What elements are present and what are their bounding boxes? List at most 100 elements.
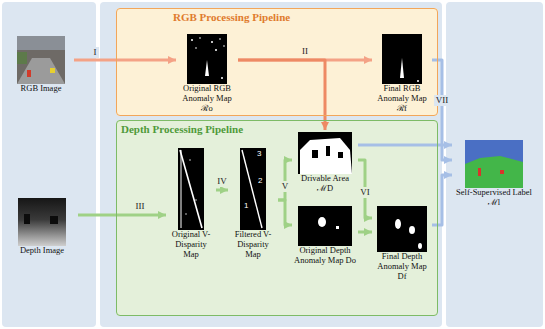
anomaly-blob [318, 217, 326, 227]
output-panel [446, 2, 543, 327]
figure-caption: Final RGB Anomaly Map ℛf [373, 84, 431, 113]
figure-caption: Original V-Disparity Map [167, 230, 215, 259]
anomaly-map [187, 34, 227, 84]
step-numeral: IV [215, 176, 229, 187]
image-slot [7, 198, 77, 246]
v-disparity-map [240, 148, 266, 230]
noise-dot [185, 213, 186, 214]
image-panel: Final RGB Anomaly Map ℛf [372, 32, 432, 115]
disparity-line [180, 150, 202, 228]
pipeline-band: Depth Processing PipelineOriginal V-Disp… [116, 120, 438, 316]
image-panel: Final Depth Anomaly Map Df [372, 204, 432, 283]
anomaly-blob [418, 243, 422, 249]
anomaly-spike [400, 58, 404, 78]
original-v-disparity-thumbnail [178, 148, 204, 230]
image-panel: Filtered V-Disparity Map [228, 146, 278, 261]
processing-panel [100, 2, 442, 327]
figure-caption: Drivable Area ℳD [293, 174, 357, 194]
drivable-area-thumbnail [298, 132, 352, 174]
image-slot [293, 206, 357, 246]
input-panel [2, 2, 96, 327]
background-class [465, 140, 523, 188]
rgb-band-fill [116, 8, 438, 116]
image-panel: Original V-Disparity Map [166, 146, 216, 261]
anomaly-dot [221, 77, 223, 79]
flow-arrow [358, 231, 372, 234]
image-slot [293, 132, 357, 174]
pipeline-band: RGB Processing PipelineOriginal RGB Anom… [116, 8, 438, 116]
callout-number: 2 [258, 177, 262, 185]
step-numeral: II [300, 46, 310, 57]
step-numeral: VI [358, 187, 372, 198]
anomaly-spike [205, 60, 209, 76]
greenery [17, 52, 27, 64]
drivable-map [298, 132, 352, 174]
self-supervised-label-thumbnail [465, 140, 523, 188]
flow-arrow [278, 200, 292, 225]
yellow-obstacle [50, 68, 55, 73]
image-panel: Drivable Area ℳD [292, 130, 358, 196]
image-panel: Self-Supervised Label ℳl [452, 138, 536, 210]
figure-caption: Depth Image [7, 246, 77, 256]
anomaly-dot [215, 49, 217, 51]
callout-number: 3 [257, 150, 261, 158]
red-obstacle [27, 70, 31, 77]
flow-arrow [78, 214, 166, 217]
anomaly-dot [199, 37, 201, 39]
anomaly-map [377, 206, 427, 252]
depth-object [50, 216, 58, 224]
v-disparity-map [178, 148, 204, 230]
image-slot [177, 34, 237, 84]
step-numeral: III [134, 201, 147, 212]
callout-number: 1 [244, 202, 248, 210]
drivable-region [300, 138, 352, 174]
depth-image-thumbnail [18, 198, 66, 246]
anomaly-blob [336, 226, 339, 229]
drivable-class [465, 156, 523, 188]
depth-object [24, 214, 30, 224]
anomaly-class [500, 170, 504, 174]
image-slot [373, 206, 431, 252]
noise-dot [189, 159, 190, 160]
noise-dot [195, 199, 196, 200]
obstacle-hole [326, 146, 330, 156]
figure-caption: Final Depth Anomaly Map Df [373, 252, 431, 281]
pipeline-title: RGB Processing Pipeline [117, 9, 437, 24]
flow-arrow [432, 175, 452, 225]
obstacle-hole [338, 152, 343, 158]
flow-arrow [358, 160, 372, 218]
anomaly-dot [219, 38, 221, 40]
anomaly-map [298, 206, 352, 246]
step-numeral: I [92, 47, 99, 58]
image-slot [373, 34, 431, 84]
figure-caption: Original Depth Anomaly Map Do [293, 246, 357, 266]
figure-caption: RGB Image [9, 84, 73, 94]
figure-caption: Self-Supervised Label ℳl [453, 188, 535, 208]
filtered-v-disparity-thumbnail [240, 148, 266, 230]
image-panel: Original Depth Anomaly Map Do [292, 204, 358, 268]
original-depth-anomaly-thumbnail [298, 206, 352, 246]
anomaly-blob [395, 219, 401, 229]
image-panel: RGB Image [8, 34, 74, 96]
rgb-image-thumbnail [17, 36, 65, 84]
anomaly-map [382, 34, 422, 84]
flow-arrow [74, 59, 176, 62]
anomaly-dot [191, 39, 193, 41]
disparity-line [242, 150, 262, 228]
depth-image [18, 198, 66, 246]
anomaly-blob [409, 226, 415, 234]
anomaly-dot [417, 80, 419, 82]
anomaly-dot [223, 45, 225, 47]
final-rgb-anomaly-thumbnail [382, 34, 422, 84]
image-slot [453, 140, 535, 188]
original-rgb-anomaly-thumbnail [187, 34, 227, 84]
image-slot [9, 36, 73, 84]
disparity-line [181, 150, 182, 228]
step-numeral: VII [434, 95, 451, 106]
image-slot [167, 148, 215, 230]
anomaly-dot [195, 47, 197, 49]
image-slot [229, 148, 277, 230]
step-numeral: V [280, 181, 291, 192]
